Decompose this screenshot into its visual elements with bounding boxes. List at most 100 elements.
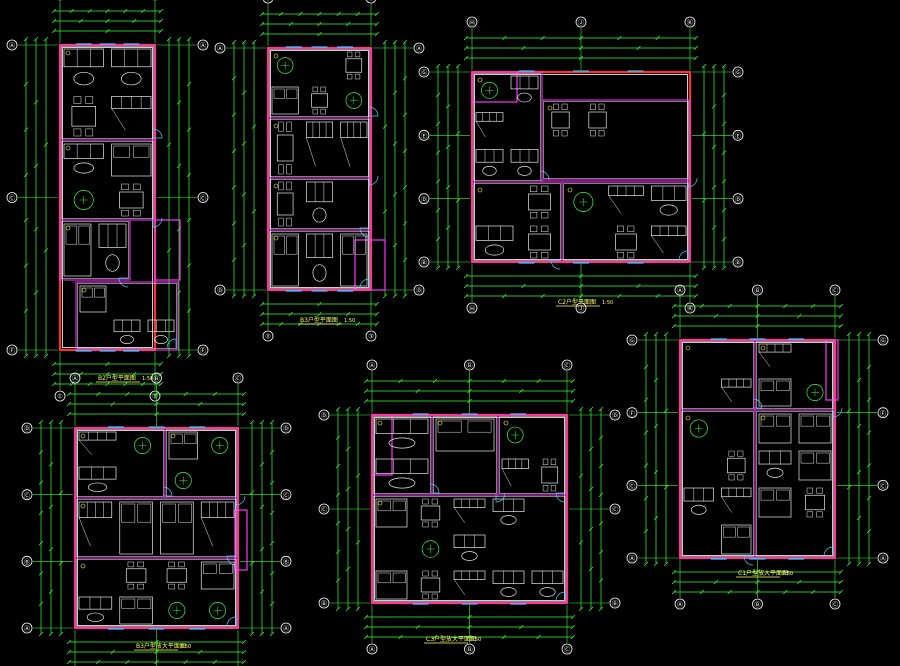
fixture-symbol [81,287,87,293]
chair [590,129,596,137]
dimension-tick [176,353,182,359]
dimension-tick [578,473,584,478]
dimension-tick [570,398,576,404]
axis-bubble: Ⓐ [366,359,378,371]
dimension-tick [105,8,110,14]
axis-circle [466,302,478,314]
dimension-tick [810,303,816,309]
pillow [203,563,217,574]
fixture-symbol [377,420,383,426]
pillow [392,500,406,512]
axis-circle [466,16,478,28]
dimension-tick [598,492,604,497]
dimension-tick [345,406,351,412]
sofa [475,225,514,241]
dimension-tick [23,36,29,42]
dimension-tick [521,283,526,289]
dimension-tick [249,490,255,495]
dimension-tick [711,184,717,190]
dimension-tick [838,323,844,329]
axis-bubble: Ⓖ [418,66,430,78]
axis-circle [54,390,66,402]
fixture-symbol [273,183,279,189]
axis-circle [877,334,889,346]
dimension-tick [653,561,659,567]
dimension-tick [797,579,802,585]
room-partition [431,414,499,496]
balcony [154,219,181,281]
chair [728,450,735,457]
balcony [825,339,839,401]
table [541,466,559,484]
fixture-symbol [503,420,509,426]
dimension-tick [519,388,524,394]
inner-wall [270,50,369,288]
axis-label: Ⓕ [629,409,636,417]
dimension-tick [856,515,862,521]
dimension-tick [588,606,594,612]
axis-circle [732,129,744,141]
coffee-table [539,587,556,597]
dimension-tick [382,209,388,214]
sofa [98,223,127,248]
axis-bubble: Ⓒ [280,489,292,501]
dimension-tick [588,486,594,492]
pillow [342,235,354,255]
axis-circle [21,622,33,634]
dimension-tick [721,121,727,126]
room-partition [164,427,239,499]
dimension-tick [445,225,451,230]
table [125,568,147,583]
dimension-tick [241,293,247,299]
dimension-tick [241,242,247,248]
axis-bubble: Ⓓ [413,284,425,296]
axis-bubble: Ⓒ [318,503,330,515]
dimension-tick [48,589,54,594]
dimension-tick [519,624,524,630]
dimension-tick [363,388,369,394]
chair [286,181,292,191]
sofa [305,233,334,258]
fixture-symbol [170,433,176,439]
dimension-tick [598,578,604,583]
cabinet-line [721,386,733,403]
chair [541,185,549,193]
axis-label: Ⓒ [629,482,636,490]
dimension-tick [66,659,72,665]
dimension-tick [570,624,576,630]
axis-bubble: Ⓒ [197,192,209,203]
dimension-tick [445,265,451,271]
dimension-tick [671,323,677,329]
room-inner [499,416,566,494]
dimension-tick [335,406,341,412]
dimension-tick [298,11,303,17]
dimension-tick [856,469,862,475]
bed [119,596,153,625]
room-inner [473,73,541,181]
dimension-tick [588,526,594,532]
room-partition [561,181,691,263]
table [615,233,637,251]
dimension-tick [598,406,604,412]
dimension-tick [95,391,101,397]
dimension-tick [653,469,659,475]
axis-label: Ⓒ [200,194,207,202]
room-partition [371,414,433,496]
axis-bubble: Ⓑ [752,598,763,610]
axis-label: Ⓒ [9,194,16,202]
axis-circle [561,359,573,371]
chair [431,498,438,505]
dimension-tick [158,381,164,387]
dimension-tick [846,331,852,337]
axis-circle [214,284,226,296]
fixture-symbol [80,433,86,439]
dimension-tick [66,391,72,397]
axis-bubble: Ⓐ [877,552,889,564]
dimension-tick [588,566,594,572]
fixture-symbol [685,415,691,421]
dimension-tick [259,311,265,317]
door-swing [687,177,698,188]
chair [320,108,326,115]
chair [278,164,284,175]
chair [728,474,735,481]
